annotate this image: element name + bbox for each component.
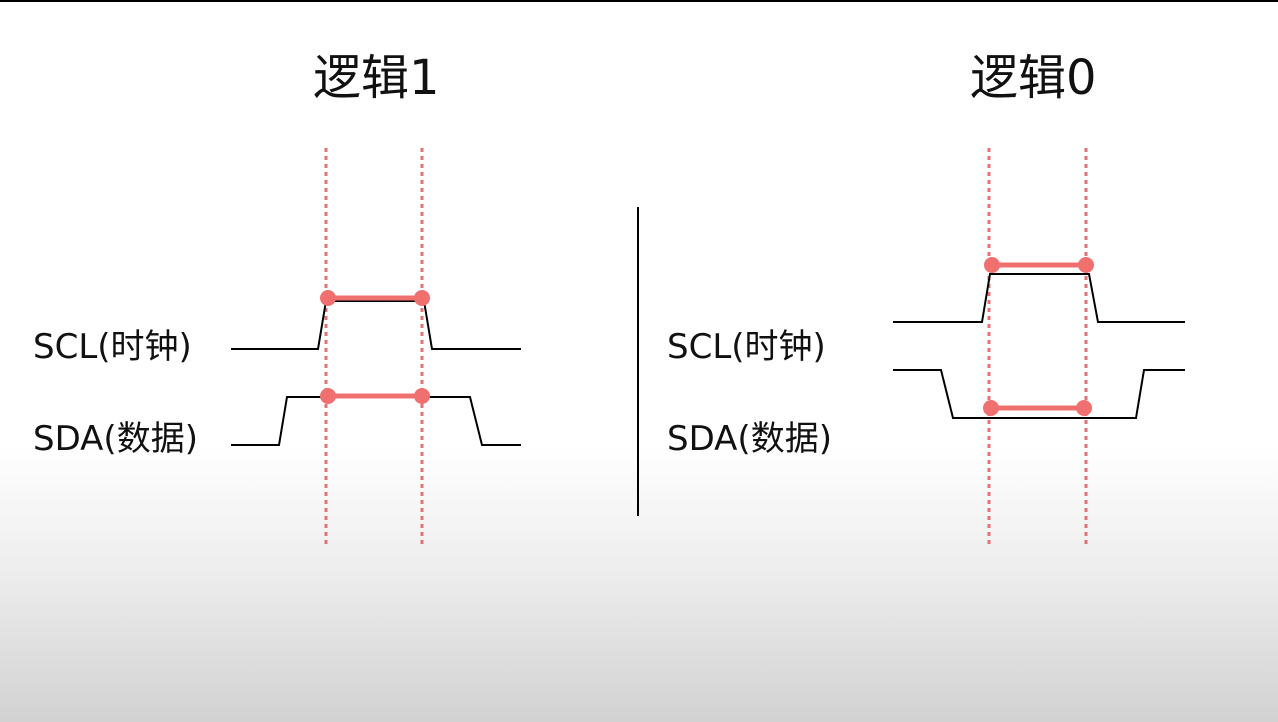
logic0-scl-waveform	[893, 273, 1185, 323]
logic1-scl-label: SCL(时钟)	[33, 327, 192, 367]
logic1-sda-waveform	[231, 396, 521, 446]
logic1-sda-label: SDA(数据)	[33, 419, 198, 459]
logic0-scl-marker-left	[984, 257, 1000, 273]
logic1-scl-marker-left	[320, 290, 336, 306]
logic1-title: 逻辑1	[313, 50, 440, 106]
logic0-sda-waveform	[893, 369, 1185, 419]
logic0-title: 逻辑0	[970, 50, 1097, 106]
logic0-scl-marker-right	[1078, 257, 1094, 273]
logic1-scl-waveform	[231, 300, 521, 350]
logic0-sda-marker-left	[983, 400, 999, 416]
logic0-scl-label: SCL(时钟)	[667, 327, 826, 367]
logic0-sda-label: SDA(数据)	[667, 419, 832, 459]
logic1-scl-marker-right	[414, 290, 430, 306]
logic1-sda-marker-left	[320, 388, 336, 404]
logic1-sda-marker-right	[414, 388, 430, 404]
logic0-sda-marker-right	[1076, 400, 1092, 416]
top-border	[0, 0, 1278, 2]
